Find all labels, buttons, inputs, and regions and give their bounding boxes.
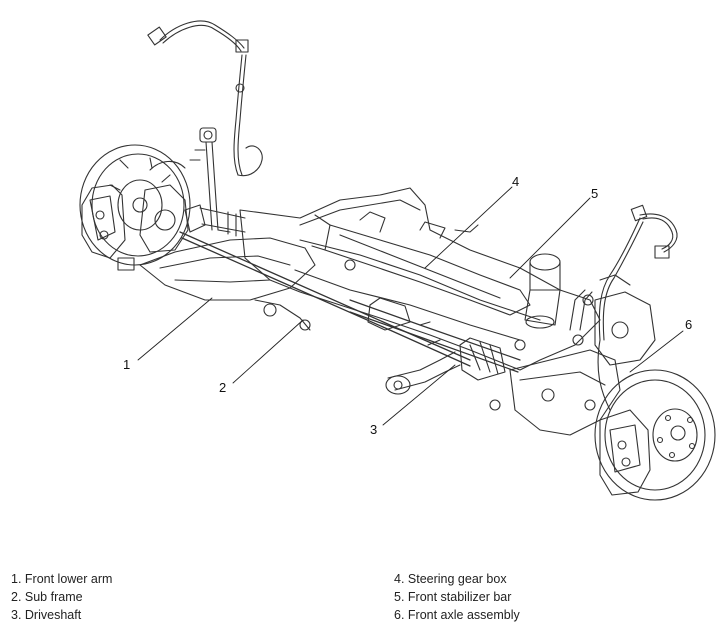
legend-item-front-lower-arm: 1. Front lower arm [11,572,113,586]
right-driveshaft [349,297,521,381]
legend-right: 4. Steering gear box 5. Front stabilizer… [394,570,520,624]
steering-gear-box [311,211,531,316]
steering-pinion [524,253,561,329]
torque-rod [385,351,461,395]
callout-2: 2 [219,380,227,395]
legend-item-driveshaft: 3. Driveshaft [11,608,82,622]
right-stabilizer-link [569,289,594,346]
front-lower-arm [139,237,316,331]
right-brake-disc [594,369,716,501]
left-brake-caliper [81,184,135,271]
right-brake-caliper [599,409,651,496]
legend-item-front-stabilizer-bar: 5. Front stabilizer bar [394,590,512,604]
legend-item-front-axle-assembly: 6. Front axle assembly [394,608,520,622]
right-knuckle [594,274,656,366]
legend-item-sub-frame: 2. Sub frame [11,590,83,604]
sub-frame [239,187,601,371]
left-abs-sensor-wire [147,20,263,177]
callout-1: 1 [123,357,131,372]
legend-left: 1. Front lower arm 2. Sub frame 3. Drive… [11,570,112,624]
left-brake-disc [79,144,191,266]
front-suspension-drawing [79,20,716,501]
left-knuckle [139,160,189,253]
callout-6: 6 [685,317,693,332]
right-lower-arm [489,349,621,436]
legend-item-steering-gear-box: 4. Steering gear box [394,572,507,586]
callout-leaders [137,186,684,426]
callout-4: 4 [512,174,520,189]
callout-3: 3 [370,422,378,437]
left-stabilizer-link [189,127,219,231]
left-driveshaft [184,204,246,237]
callout-5: 5 [591,186,599,201]
right-abs-sensor-wire [597,204,678,411]
